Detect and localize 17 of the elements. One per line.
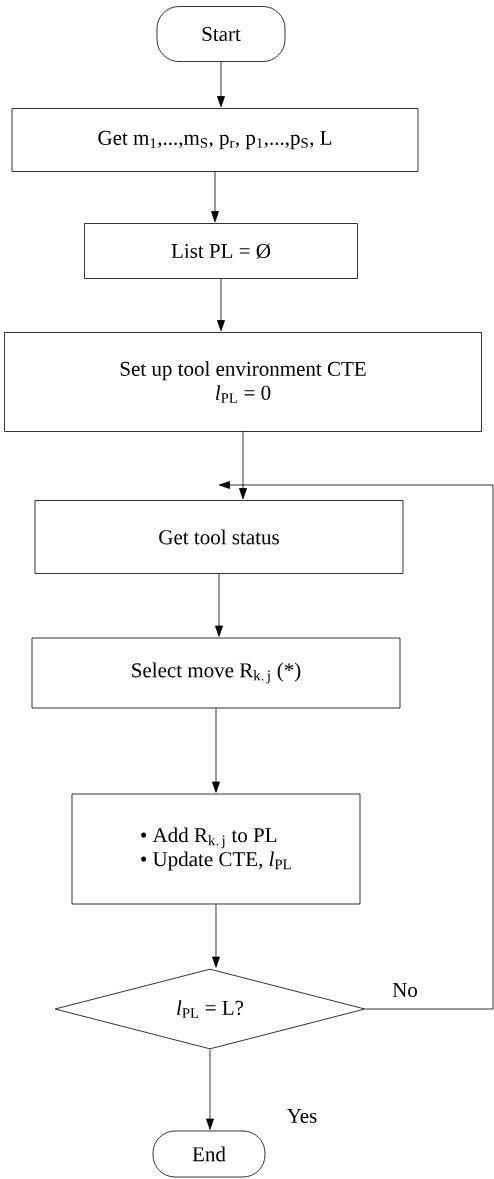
arrow [212,904,220,968]
edge-label: No [391,982,419,998]
arrow [206,1049,214,1130]
process-box: Set up tool environment CTE l$_{PL}$ = 0 [4,332,482,432]
arrow [211,171,219,223]
arrow [239,431,247,500]
arrow [217,61,225,108]
arrow [217,278,225,332]
arrow [212,708,220,793]
process-box: Get tool status [34,500,404,574]
process-box: Get m$_{1}$,...,m$_{S}$, p$_{r}$, p$_{1}$,...,p$_{S}$, L [11,108,419,172]
process-box: $\text{• Add }\mathrm{R}_{\mathrm{k,\,j}}\text{ to PL}$ • Update CTE, l$_{PL}$ [71,793,361,905]
process-box: $\text{Select move }\mathrm{R}_{\mathrm{k,\,j}}\text{ (*)}$ [31,637,401,709]
edge-label: Yes [285,1108,319,1124]
arrow [215,573,223,637]
arrow [218,481,494,1010]
process-box: List PL = Ø [84,223,358,279]
